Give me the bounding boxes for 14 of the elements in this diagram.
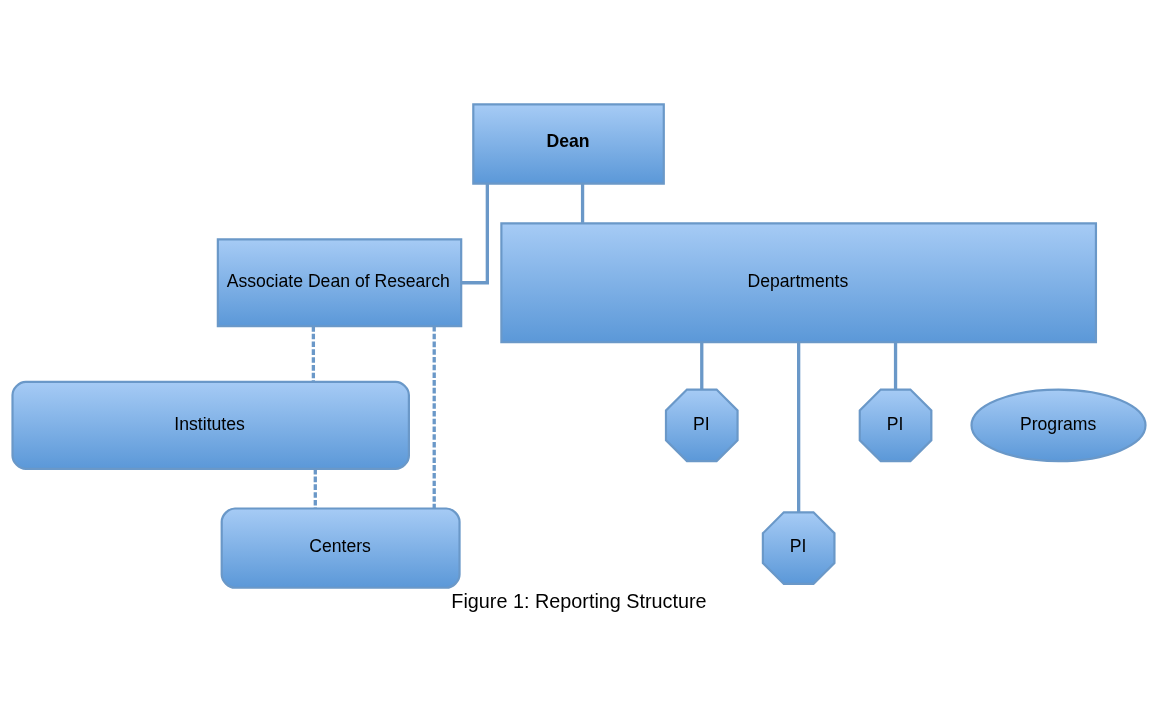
- node-ellipse: Programs: [970, 388, 1147, 463]
- node-box: Departments: [500, 222, 1098, 344]
- connector: [797, 342, 801, 512]
- node-box: Associate Dean of Research: [216, 238, 463, 328]
- connector: [893, 342, 898, 390]
- node-box: Institutes: [11, 380, 410, 470]
- connector: [580, 183, 585, 223]
- node-box: Dean: [472, 103, 665, 185]
- connector: [311, 326, 315, 382]
- connector: [461, 183, 489, 285]
- connector: [700, 342, 704, 390]
- caption: Figure 1: Reporting Structure: [451, 590, 707, 613]
- connector: [432, 326, 436, 509]
- node-box: Centers: [220, 507, 461, 589]
